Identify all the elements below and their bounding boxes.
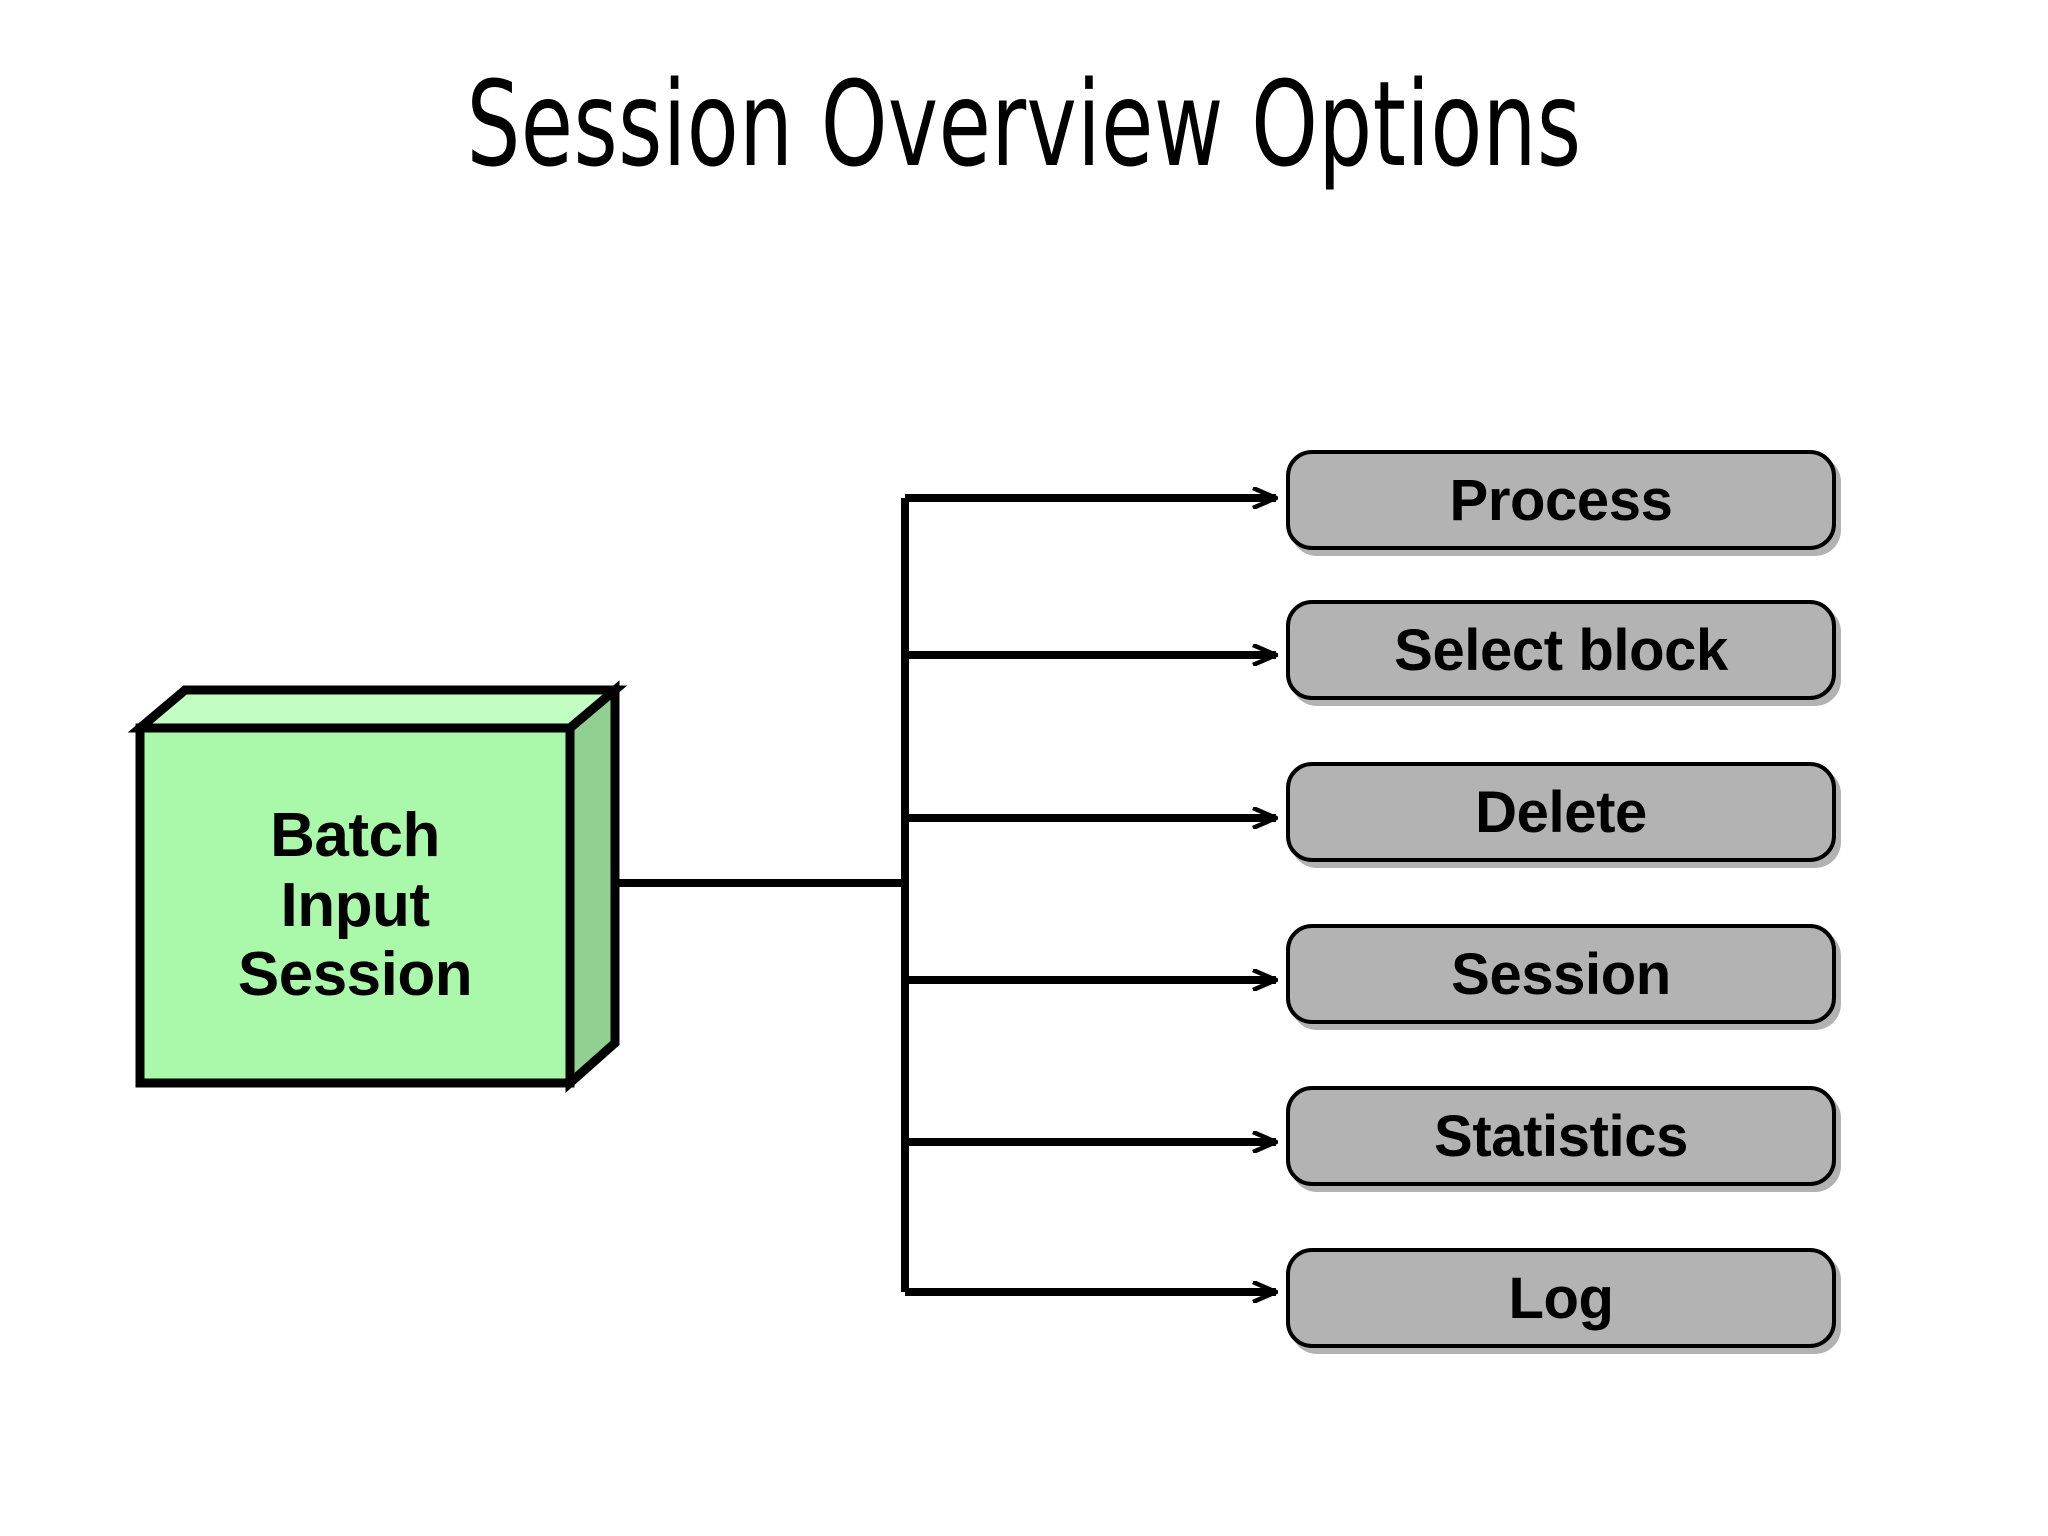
option-button-process[interactable]: Process xyxy=(1286,450,1836,550)
source-node-label-line-3: Session xyxy=(237,940,473,1010)
option-button-statistics[interactable]: Statistics xyxy=(1286,1086,1836,1186)
cube-top-face xyxy=(127,685,628,733)
option-button-delete[interactable]: Delete xyxy=(1286,762,1836,862)
option-button-session[interactable]: Session xyxy=(1286,924,1836,1024)
source-node-label-line-2: Input xyxy=(280,870,431,940)
source-node-label: Batch Input Session xyxy=(140,728,570,1083)
option-button-log[interactable]: Log xyxy=(1286,1248,1836,1348)
option-button-select-block[interactable]: Select block xyxy=(1286,600,1836,700)
page-title: Session Overview Options xyxy=(466,55,1582,193)
source-node-label-line-1: Batch xyxy=(270,801,440,871)
cube-side-face xyxy=(565,680,620,1094)
